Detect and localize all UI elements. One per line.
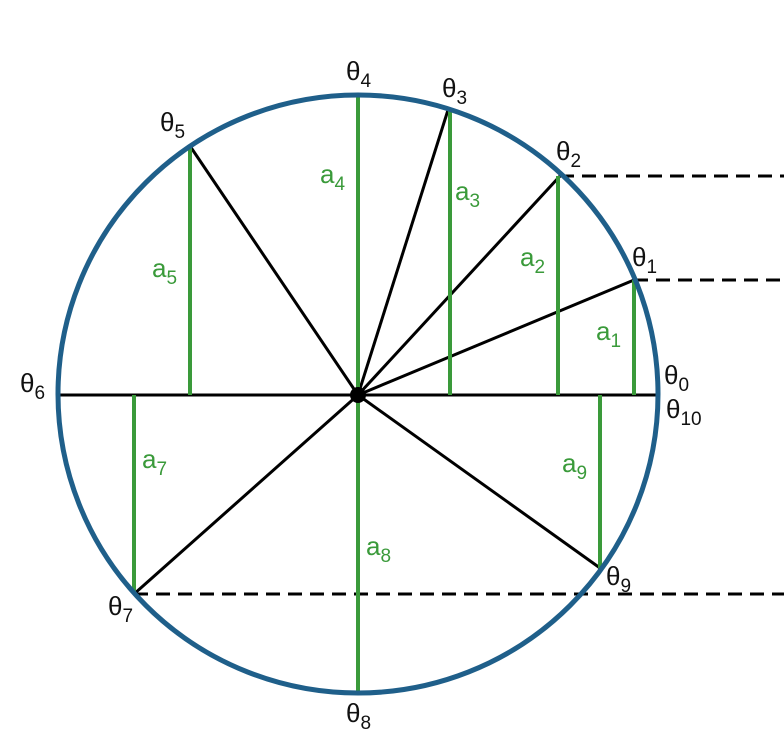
label-a2: a2 [520, 242, 545, 278]
dashed-lines [134, 174, 784, 596]
label-theta9: θ9 [606, 561, 631, 597]
radius-theta3 [356, 109, 450, 396]
label-theta6: θ6 [20, 368, 45, 404]
radius-theta9 [357, 393, 601, 570]
label-theta5: θ5 [160, 107, 185, 143]
center-point [350, 387, 366, 403]
label-theta10: θ10 [666, 394, 702, 430]
label-theta0: θ0 [664, 360, 689, 396]
label-theta4: θ4 [346, 56, 371, 92]
radius-lines [60, 109, 656, 596]
radius-theta7 [133, 393, 359, 596]
label-a4: a4 [320, 159, 345, 195]
label-theta7: θ7 [108, 591, 133, 627]
amplitude-labels: a1 a2 a3 a4 a5 a7 a8 a9 [142, 159, 621, 567]
label-theta1: θ1 [632, 242, 657, 278]
radius-theta5 [188, 145, 360, 396]
label-a8: a8 [366, 531, 391, 567]
label-theta2: θ2 [556, 136, 581, 172]
amplitude-lines [132, 94, 636, 692]
unit-circle [55, 92, 661, 696]
label-theta8: θ8 [346, 698, 371, 734]
radius-theta1 [357, 278, 635, 397]
label-a1: a1 [596, 316, 621, 352]
label-a3: a3 [455, 176, 480, 212]
label-a5: a5 [152, 253, 177, 289]
radius-theta2 [356, 174, 562, 397]
label-a7: a7 [142, 444, 167, 480]
label-theta3: θ3 [442, 73, 467, 109]
angle-labels: θ0 θ1 θ2 θ3 θ4 θ5 θ6 θ7 θ8 θ9 θ10 [20, 56, 702, 734]
label-a9: a9 [562, 448, 587, 484]
